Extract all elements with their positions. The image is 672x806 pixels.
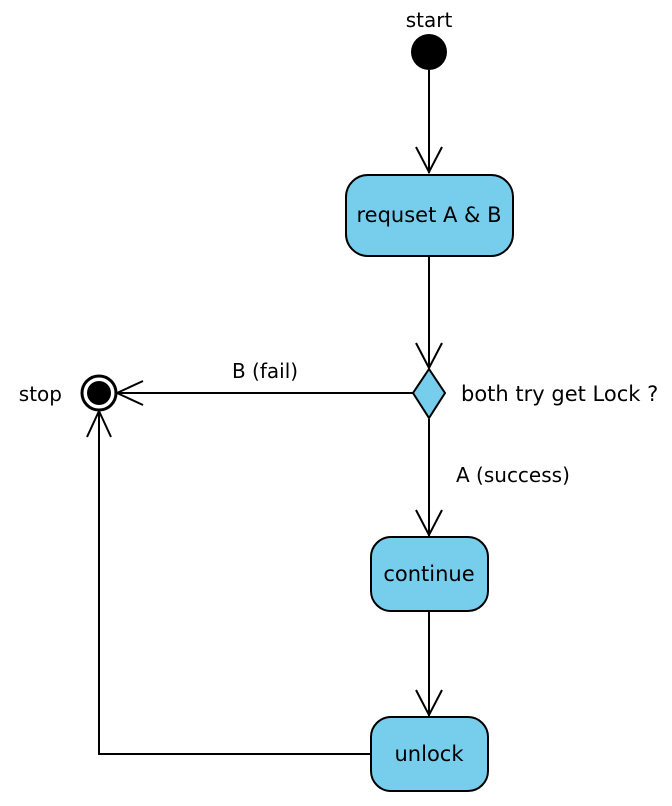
edge-decision-to-stop [114, 380, 414, 406]
node-stop[interactable] [80, 374, 118, 412]
node-unlock[interactable] [370, 716, 489, 792]
node-request[interactable] [345, 174, 514, 257]
node-continue-label: continue [383, 562, 474, 586]
node-start[interactable] [411, 34, 447, 70]
edge-label-a-success: A (success) [456, 463, 570, 487]
edge-decision-to-continue [415, 419, 443, 538]
node-request-label: requset A & B [356, 203, 501, 227]
node-unlock-label: unlock [394, 742, 464, 766]
node-continue[interactable] [370, 536, 489, 612]
edge-start-to-request [415, 70, 443, 175]
edge-unlock-to-stop [86, 408, 371, 755]
node-decision[interactable] [411, 367, 447, 420]
node-start-label: start [406, 8, 453, 32]
edge-continue-to-unlock [415, 611, 443, 718]
node-stop-label: stop [19, 382, 62, 406]
edge-request-to-decision [415, 256, 443, 371]
node-decision-label: both try get Lock ? [461, 382, 658, 406]
edge-label-b-fail: B (fail) [232, 359, 298, 383]
